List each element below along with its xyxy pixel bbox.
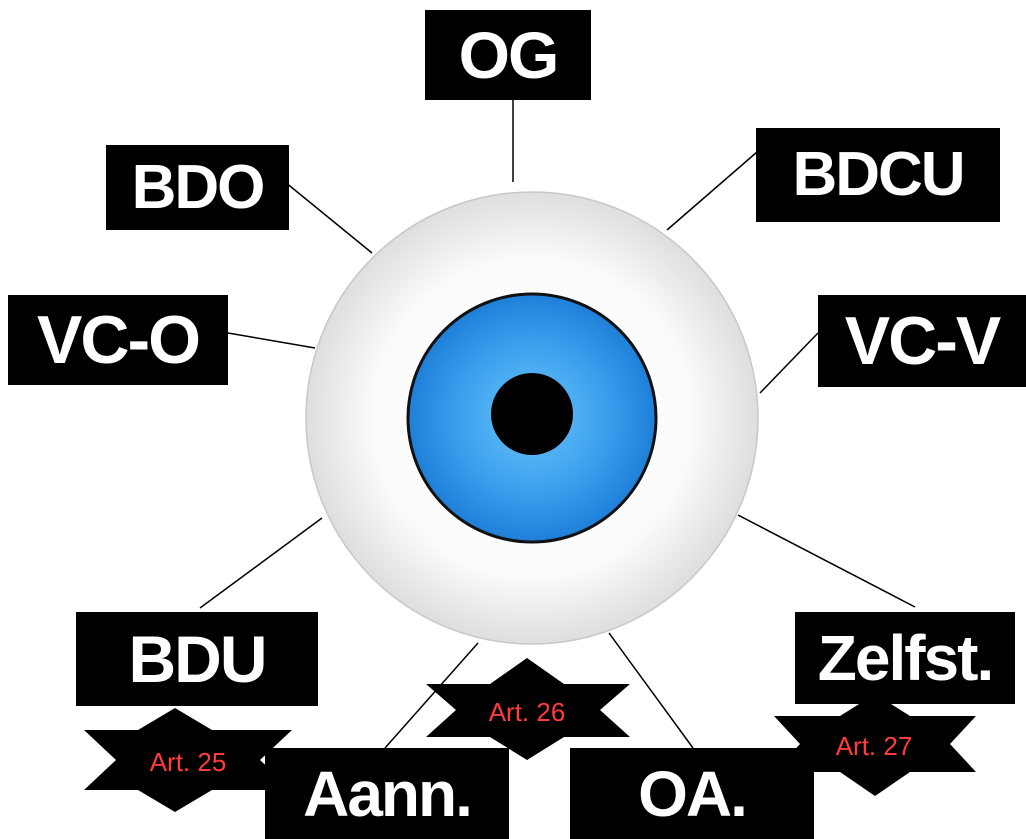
line-vcv xyxy=(759,332,819,394)
label-bdu: BDU xyxy=(76,612,318,706)
eye-pupil xyxy=(491,373,573,455)
line-bdo xyxy=(284,181,373,254)
star-art27 xyxy=(774,694,976,796)
label-vcv: VC-V xyxy=(818,295,1026,387)
label-aann: Aann. xyxy=(265,748,509,839)
line-vco xyxy=(227,332,316,349)
label-bdo: BDO xyxy=(106,145,289,230)
line-aann xyxy=(384,642,479,749)
label-oa: OA. xyxy=(570,748,814,839)
label-vco: VC-O xyxy=(8,295,228,385)
article-art26: Art. 26 xyxy=(488,697,566,727)
label-zelfst: Zelfst. xyxy=(795,612,1015,704)
line-oa xyxy=(608,632,694,749)
article-art25: Art. 25 xyxy=(149,747,227,777)
star-art25 xyxy=(84,708,292,812)
label-bdcu: BDCU xyxy=(756,128,1000,222)
article-art27: Art. 27 xyxy=(835,731,913,761)
star-art26 xyxy=(426,658,630,760)
label-og: OG xyxy=(425,10,591,100)
line-bdu xyxy=(199,517,323,609)
connector-lines xyxy=(199,100,916,749)
line-zelfst xyxy=(737,514,916,608)
line-bdcu xyxy=(666,151,758,231)
